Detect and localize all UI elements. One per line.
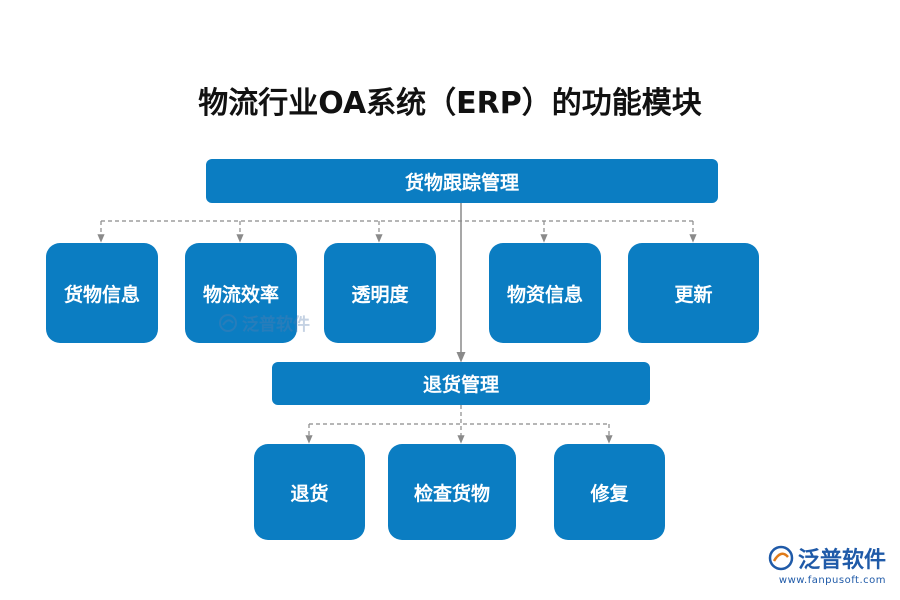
diagram-title: 物流行业OA系统（ERP）的功能模块 [198,86,702,121]
node-material-info: 物资信息 [489,243,601,343]
module-return-management: 退货管理 [272,362,650,405]
node-transparency: 透明度 [324,243,436,343]
node-repair: 修复 [554,444,665,540]
node-return: 退货 [254,444,365,540]
watermark-logo-icon [219,313,237,332]
node-inspect-cargo: 检查货物 [388,444,516,540]
brand-logo: 泛普软件 www.fanpusoft.com [768,542,886,586]
brand-name: 泛普软件 [797,548,886,573]
brand-url: www.fanpusoft.com [778,575,886,586]
watermark-text: 泛普软件 [242,315,310,335]
watermark: 泛普软件 [218,310,310,335]
node-update: 更新 [628,243,759,343]
brand-logo-icon [768,545,794,571]
node-cargo-info: 货物信息 [46,243,158,343]
module-cargo-tracking: 货物跟踪管理 [206,159,718,203]
node-logistics-efficiency: 物流效率 [185,243,297,343]
